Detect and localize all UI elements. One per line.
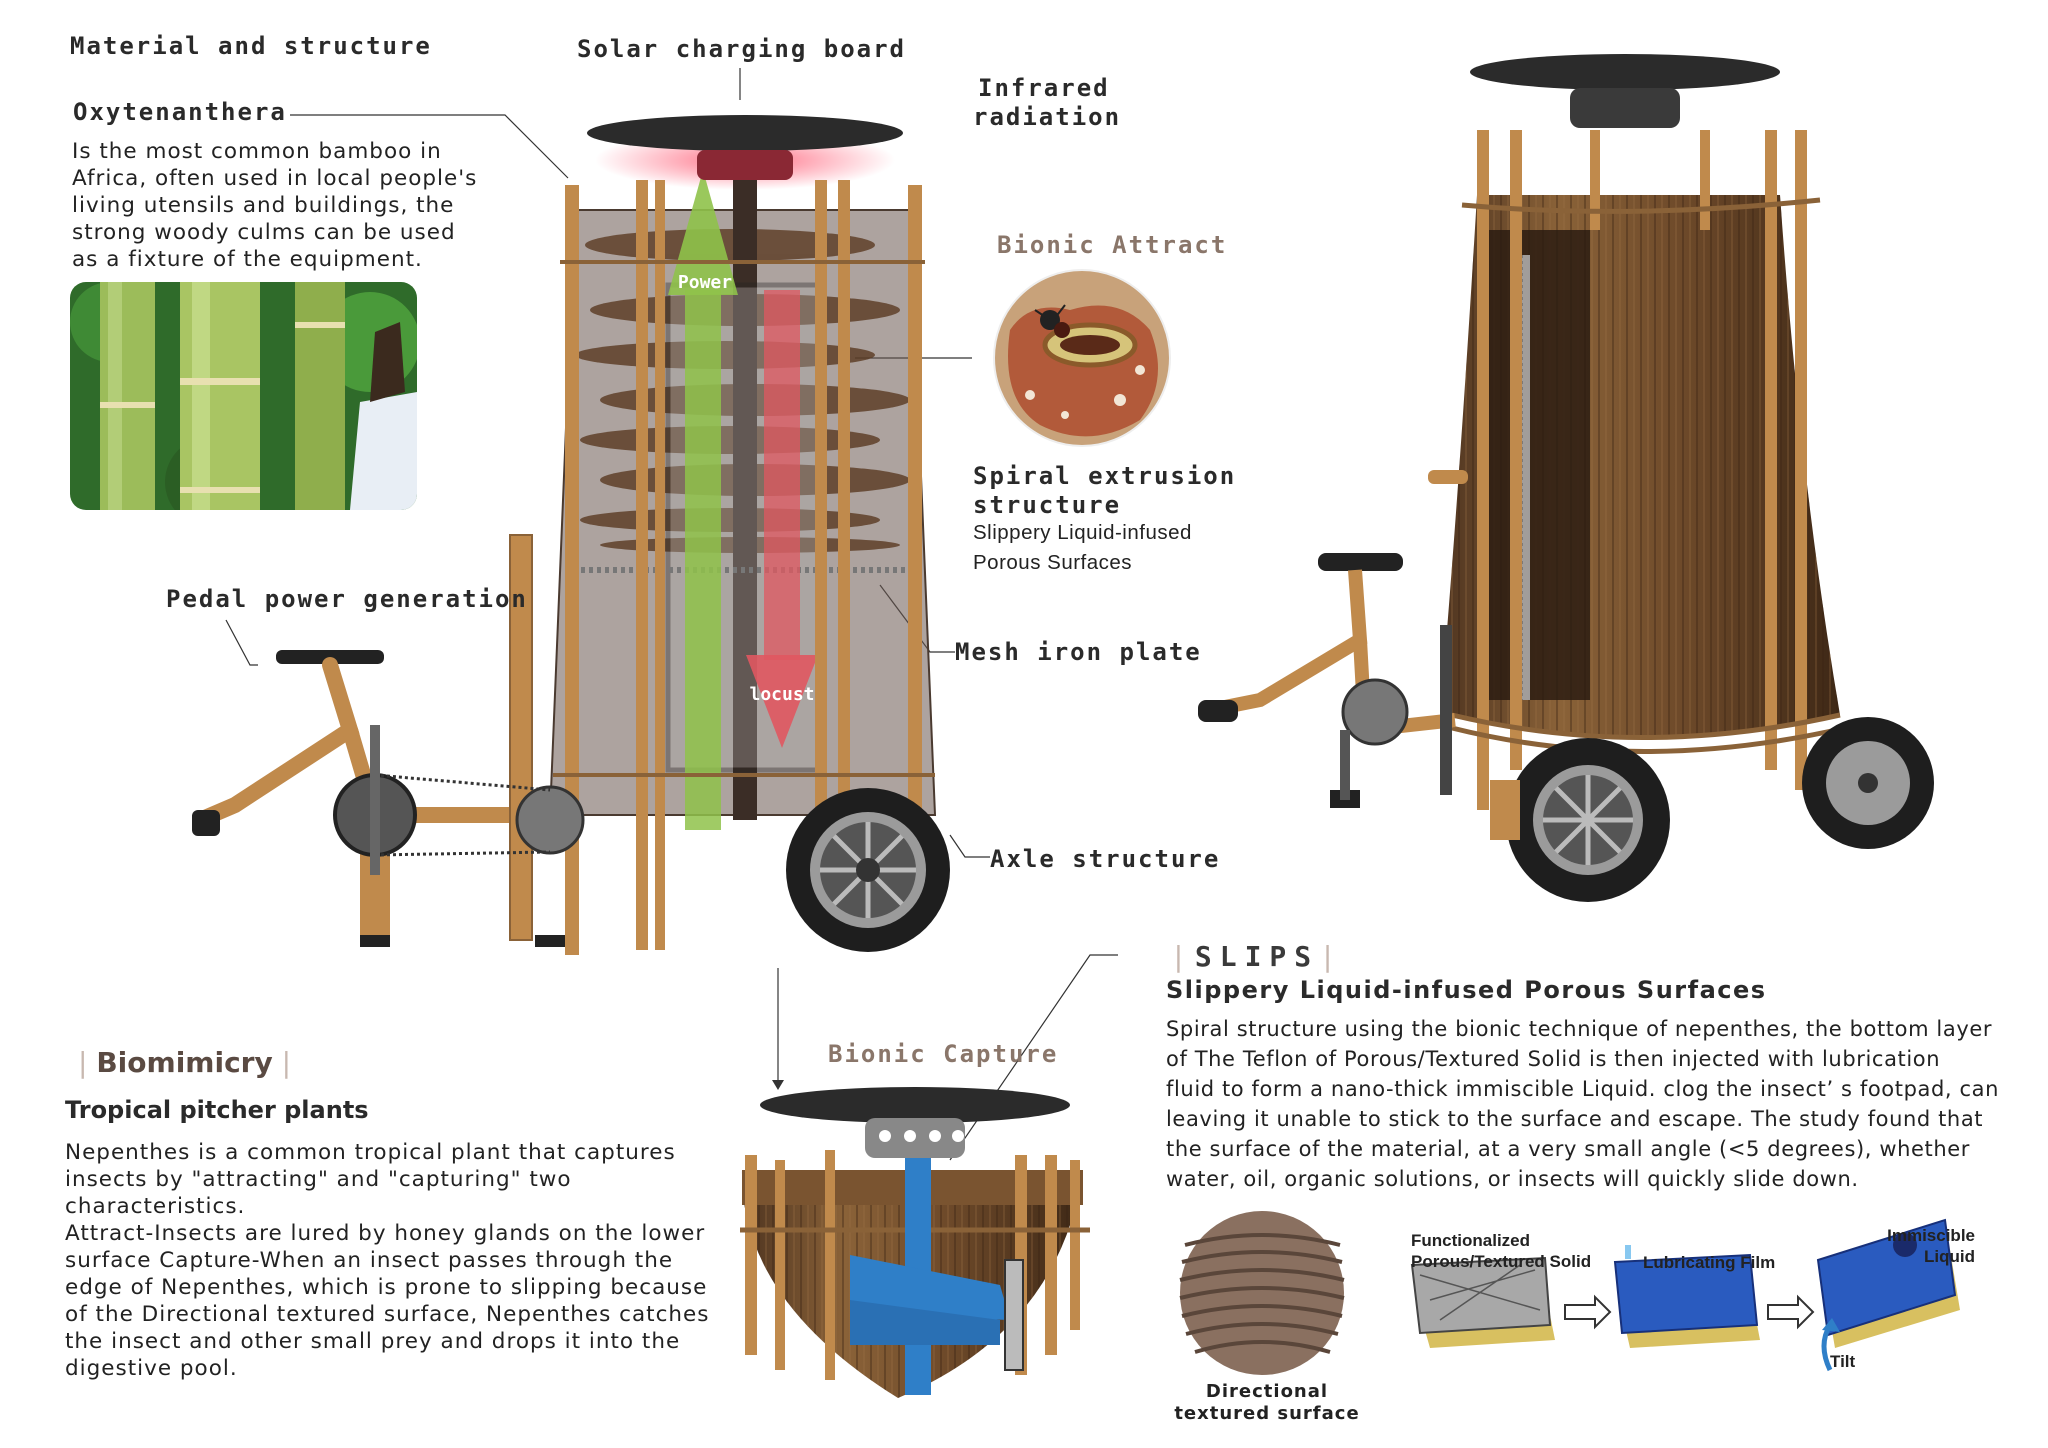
tilt-label: Tilt	[1830, 1352, 1856, 1371]
spiral-title: Spiral extrusion structure	[973, 462, 1236, 520]
slips-line: the surface of the material, at a very s…	[1166, 1137, 1971, 1161]
power-arrow-label: Power	[678, 272, 732, 293]
slips-heading-text: SLIPS	[1194, 940, 1320, 973]
bionic-capture-label: Bionic Capture	[828, 1040, 1059, 1068]
spiral-sub-line: Porous Surfaces	[973, 551, 1133, 574]
bio-line: digestive pool.	[65, 1356, 238, 1381]
infrared-line: radiation	[973, 103, 1122, 131]
slips-heading: |SLIPS|	[1170, 940, 1345, 973]
directional-line: textured surface	[1174, 1403, 1360, 1424]
bio-line: characteristics.	[65, 1194, 246, 1219]
infrared-line: Infrared	[978, 74, 1110, 102]
spiral-title-line: structure	[973, 491, 1122, 519]
slips-line: of The Teflon of Porous/Textured Solid i…	[1166, 1047, 1941, 1071]
mesh-plate-label: Mesh iron plate	[955, 638, 1202, 666]
axle-label: Axle structure	[990, 845, 1221, 873]
immiscible-line: Immiscible	[1887, 1226, 1975, 1245]
oxy-line: strong woody culms can be used	[72, 220, 456, 245]
oxytenanthera-title: Oxytenanthera	[73, 98, 287, 126]
bio-line: Nepenthes is a common tropical plant tha…	[65, 1140, 676, 1165]
pedal-bike	[192, 534, 585, 947]
slips-line: fluid to form a nano-thick immiscible Li…	[1166, 1077, 1999, 1101]
biomimicry-subtitle: Tropical pitcher plants	[65, 1096, 369, 1124]
func-solid-label: Functionalized Porous/Textured Solid	[1411, 1230, 1591, 1272]
slips-text: Spiral structure using the bionic techni…	[1166, 1014, 2026, 1194]
oxy-line: Is the most common bamboo in	[72, 139, 442, 164]
bio-line: edge of Nepenthes, which is prone to sli…	[65, 1275, 708, 1300]
oxy-line: Africa, often used in local people's	[72, 166, 478, 191]
oxy-line: as a fixture of the equipment.	[72, 247, 423, 272]
center-device	[192, 115, 950, 955]
slips-subtitle: Slippery Liquid-infused Porous Surfaces	[1166, 976, 1767, 1004]
slips-line: Spiral structure using the bionic techni…	[1166, 1017, 1993, 1041]
func-solid-line: Functionalized	[1411, 1231, 1530, 1250]
spiral-title-line: Spiral extrusion	[973, 462, 1237, 490]
pedal-label: Pedal power generation	[166, 585, 528, 613]
func-solid-line: Porous/Textured Solid	[1411, 1252, 1592, 1271]
immiscible-line: Liquid	[1924, 1247, 1975, 1266]
immiscible-label: Immiscible Liquid	[1860, 1225, 1975, 1267]
biomimicry-heading-text: Biomimicry	[96, 1046, 273, 1079]
spiral-subtitle: Slippery Liquid-infused Porous Surfaces	[973, 518, 1192, 578]
slips-line: water, oil, organic solutions, or insect…	[1166, 1167, 1859, 1191]
bio-line: the insect and other small prey and drop…	[65, 1329, 681, 1354]
locust-arrow-label: locust	[749, 684, 814, 705]
material-structure-title: Material and structure	[70, 32, 432, 60]
biomimicry-text: Nepenthes is a common tropical plant tha…	[65, 1139, 745, 1382]
bamboo-photo	[70, 282, 417, 510]
bionic-attract-photo	[993, 269, 1171, 447]
lub-film-label: Lubricating Film	[1643, 1253, 1776, 1272]
slips-line: leaving it unable to stick to the surfac…	[1166, 1107, 1984, 1131]
wooden-device-3d	[1198, 54, 1934, 902]
directional-line: Directional	[1205, 1381, 1329, 1402]
directional-label: Directional textured surface	[1172, 1381, 1362, 1425]
spiral-sub-line: Slippery Liquid-infused	[973, 521, 1192, 544]
bio-line: Attract-Insects are lured by honey gland…	[65, 1221, 706, 1246]
oxytenanthera-text: Is the most common bamboo in Africa, oft…	[72, 138, 512, 273]
bio-line: of the Directional textured surface, Nep…	[65, 1302, 710, 1327]
biomimicry-heading: | Biomimicry |	[78, 1046, 292, 1079]
slips-schematic	[1410, 1218, 1960, 1372]
directional-surface-photo	[1179, 1211, 1345, 1375]
bio-line: surface Capture-When an insect passes th…	[65, 1248, 674, 1273]
solar-board-label: Solar charging board	[577, 35, 906, 63]
infrared-label: Infrared radiation	[973, 74, 1121, 132]
bio-line: insects by "attracting" and "capturing" …	[65, 1167, 572, 1192]
bionic-capture-device	[740, 1087, 1090, 1398]
bionic-attract-label: Bionic Attract	[997, 231, 1228, 259]
oxy-line: living utensils and buildings, the	[72, 193, 455, 218]
